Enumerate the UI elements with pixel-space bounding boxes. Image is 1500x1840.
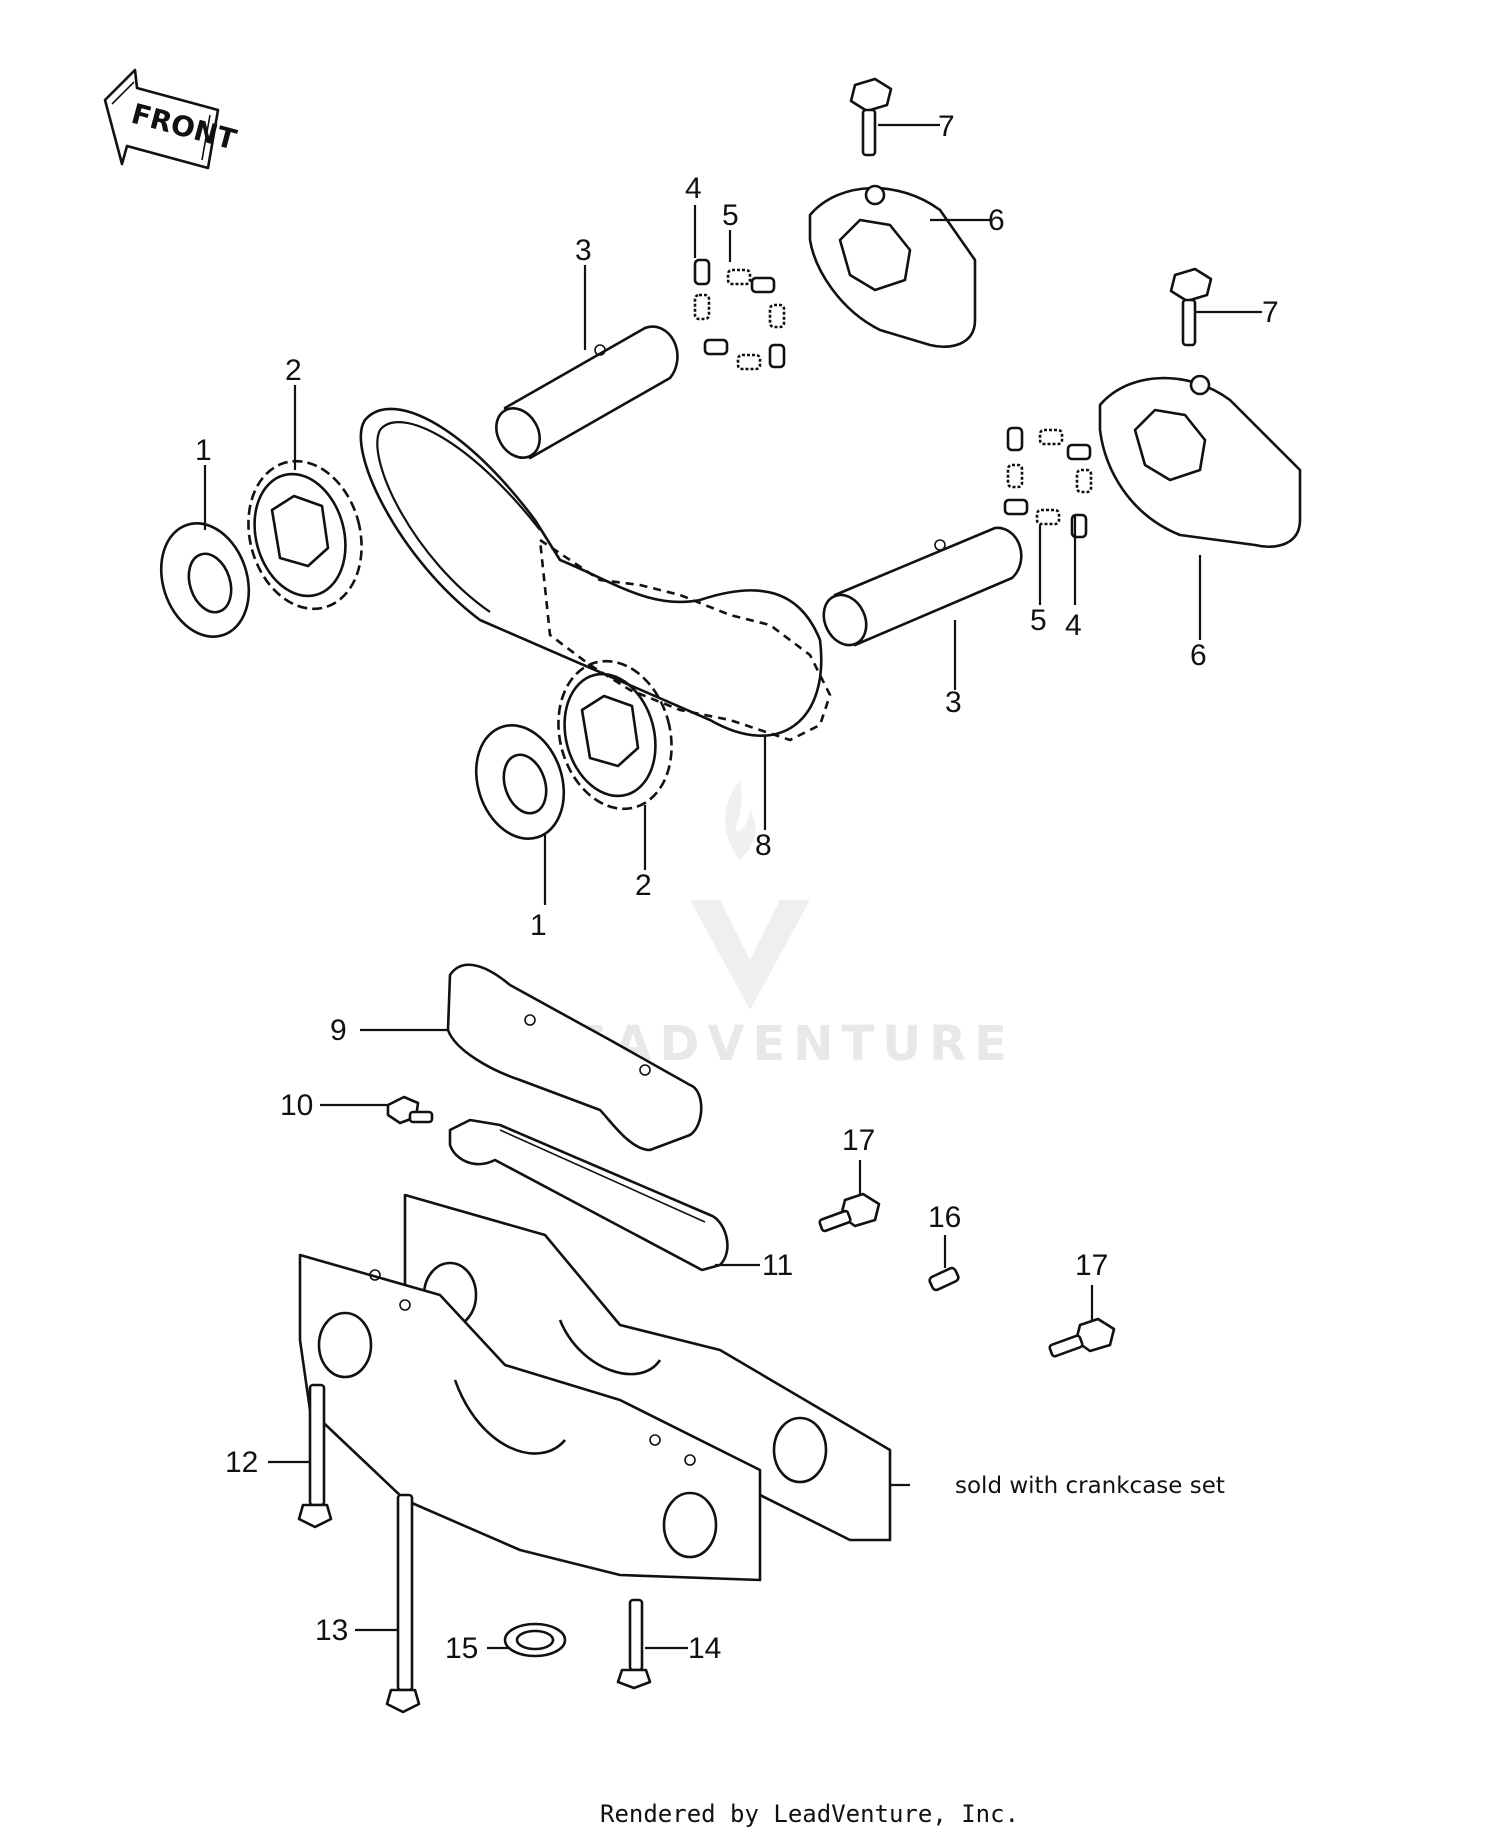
callout-4: 4 (1065, 609, 1082, 642)
callout-1: 1 (530, 909, 547, 942)
callout-16: 16 (928, 1201, 961, 1234)
callout-6: 6 (988, 204, 1005, 237)
callout-1: 1 (195, 434, 212, 467)
front-arrow: FRONT (103, 68, 240, 170)
pin-3-lower (822, 526, 1023, 647)
stud-bolt-12 (297, 1383, 333, 1529)
callout-12: 12 (225, 1446, 258, 1479)
callout-14: 14 (688, 1632, 721, 1665)
oil-seal-15 (503, 1622, 567, 1658)
flame-logo-icon (725, 780, 756, 860)
callout-10: 10 (280, 1089, 313, 1122)
callout-4: 4 (685, 172, 702, 205)
callout-11: 11 (762, 1249, 793, 1282)
bolt-7-upper (849, 77, 893, 157)
bolt-10 (386, 1095, 434, 1125)
sprocket-2-left (247, 459, 363, 611)
v-logo-icon (690, 900, 810, 1010)
set-screw-16 (928, 1266, 960, 1292)
dowels-springs-lower (1003, 426, 1093, 539)
washer-1-left (159, 522, 251, 638)
callout-5: 5 (722, 199, 739, 232)
callout-17: 17 (1075, 1249, 1108, 1282)
washer-1-right (474, 724, 566, 840)
pin-3-upper (495, 325, 679, 460)
counterweight-6-lower (1098, 374, 1302, 549)
chain-8 (359, 407, 832, 742)
callout-3: 3 (575, 234, 592, 267)
callout-9: 9 (330, 1014, 347, 1047)
callout-2: 2 (635, 869, 652, 902)
callout-6: 6 (1190, 639, 1207, 672)
callout-3: 3 (945, 686, 962, 719)
bolt-14 (616, 1598, 652, 1690)
sprocket-2-right (557, 659, 673, 811)
bolt-7-lower (1169, 267, 1213, 347)
bolt-17-lower (1048, 1317, 1116, 1358)
bolt-17-upper (818, 1192, 881, 1233)
callout-13: 13 (315, 1614, 348, 1647)
counterweight-6-upper (808, 184, 977, 349)
footer-credit: Rendered by LeadVenture, Inc. (600, 1800, 1019, 1828)
crankcase-bearing-block-front (298, 1253, 762, 1582)
dowels-springs-upper (693, 258, 786, 371)
callout-7: 7 (1262, 296, 1279, 329)
watermark: LEADVENTURE (535, 780, 1007, 1072)
crankcase-set-note: sold with crankcase set (955, 1473, 1225, 1499)
callout-2: 2 (285, 354, 302, 387)
callout-15: 15 (445, 1632, 478, 1665)
leader-lines (203, 123, 1262, 1650)
callout-7: 7 (938, 110, 955, 143)
stud-bolt-13 (385, 1493, 421, 1714)
chain-guide-9 (446, 963, 703, 1152)
callout-17: 17 (842, 1124, 875, 1157)
callout-8: 8 (755, 829, 772, 862)
callout-5: 5 (1030, 604, 1047, 637)
